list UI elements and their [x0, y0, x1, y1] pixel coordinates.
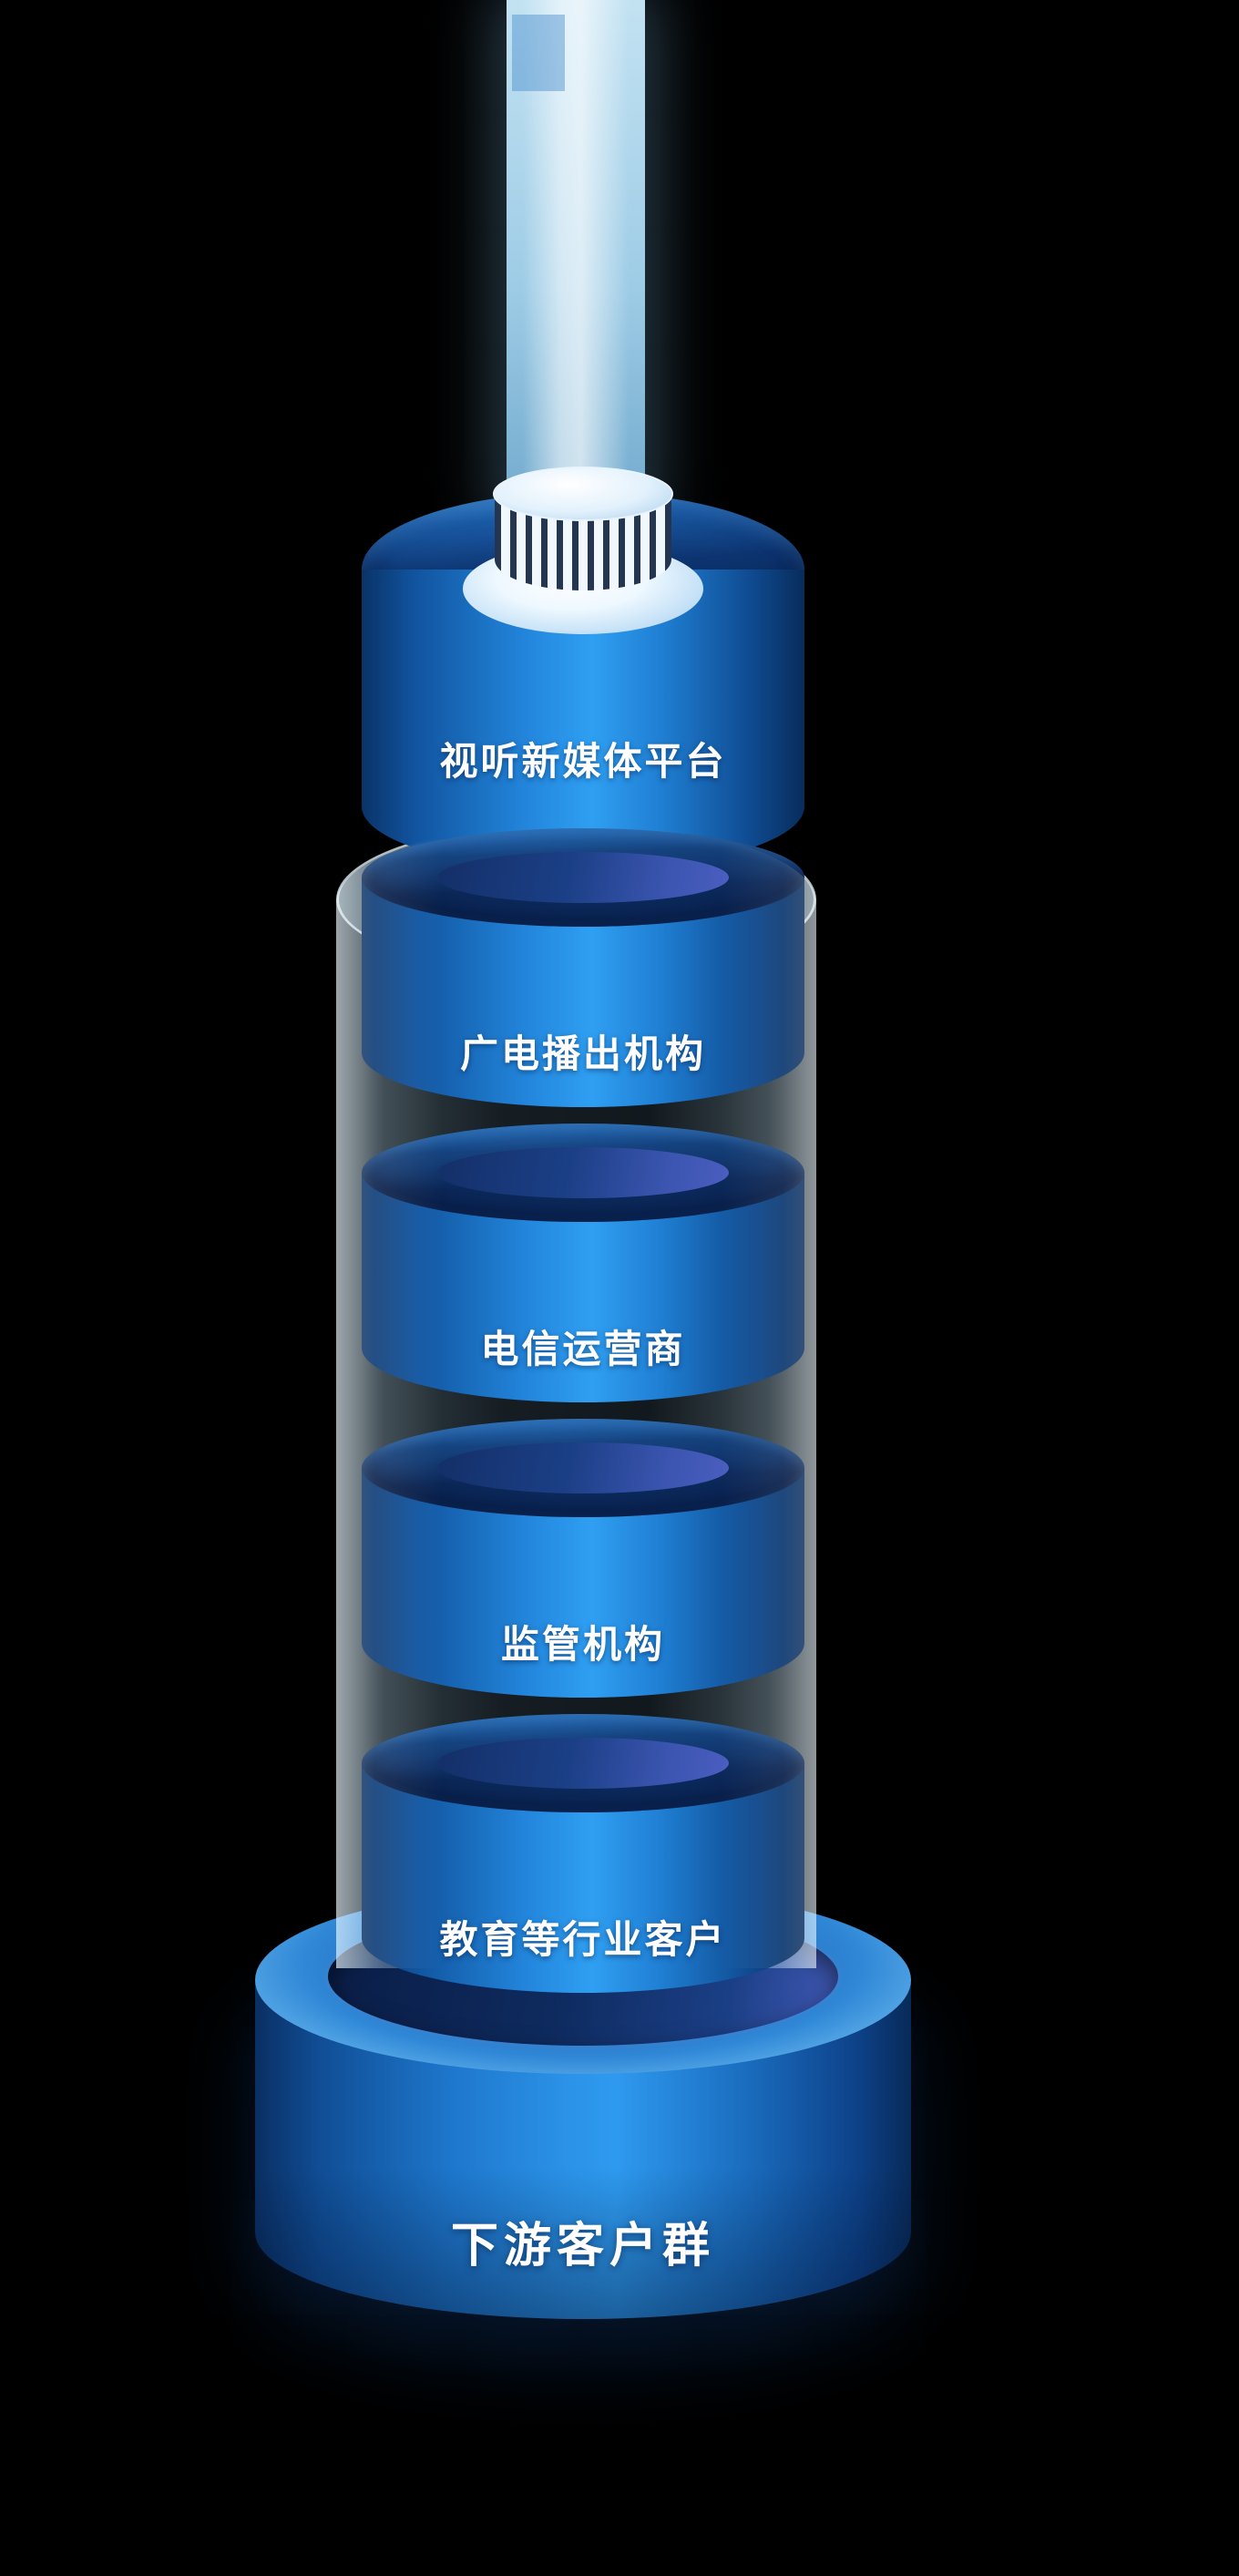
cylinder-segment-4: 监管机构 [362, 1419, 804, 1714]
segment-top [362, 1714, 804, 1812]
segment-label: 教育等行业客户 [439, 1918, 727, 1961]
light-beam-core [523, 0, 629, 524]
ribbed-cap-top [493, 467, 673, 521]
light-beam-shade [512, 15, 565, 91]
segment-top [362, 1419, 804, 1517]
cylinder-segment-3: 电信运营商 [362, 1124, 804, 1419]
cylinder-segment-2: 广电播出机构 [362, 828, 804, 1124]
cylinder-segment-5: 教育等行业客户 [362, 1714, 804, 2009]
segment-top [362, 828, 804, 927]
segment-label: 视听新媒体平台 [439, 740, 727, 783]
segment-top [362, 1124, 804, 1222]
base-label: 下游客户群 [450, 2220, 715, 2273]
segment-label: 广电播出机构 [459, 1032, 706, 1075]
segment-label: 电信运营商 [480, 1328, 686, 1370]
light-beam-graphic [507, 0, 645, 524]
segment-label: 监管机构 [500, 1623, 665, 1666]
